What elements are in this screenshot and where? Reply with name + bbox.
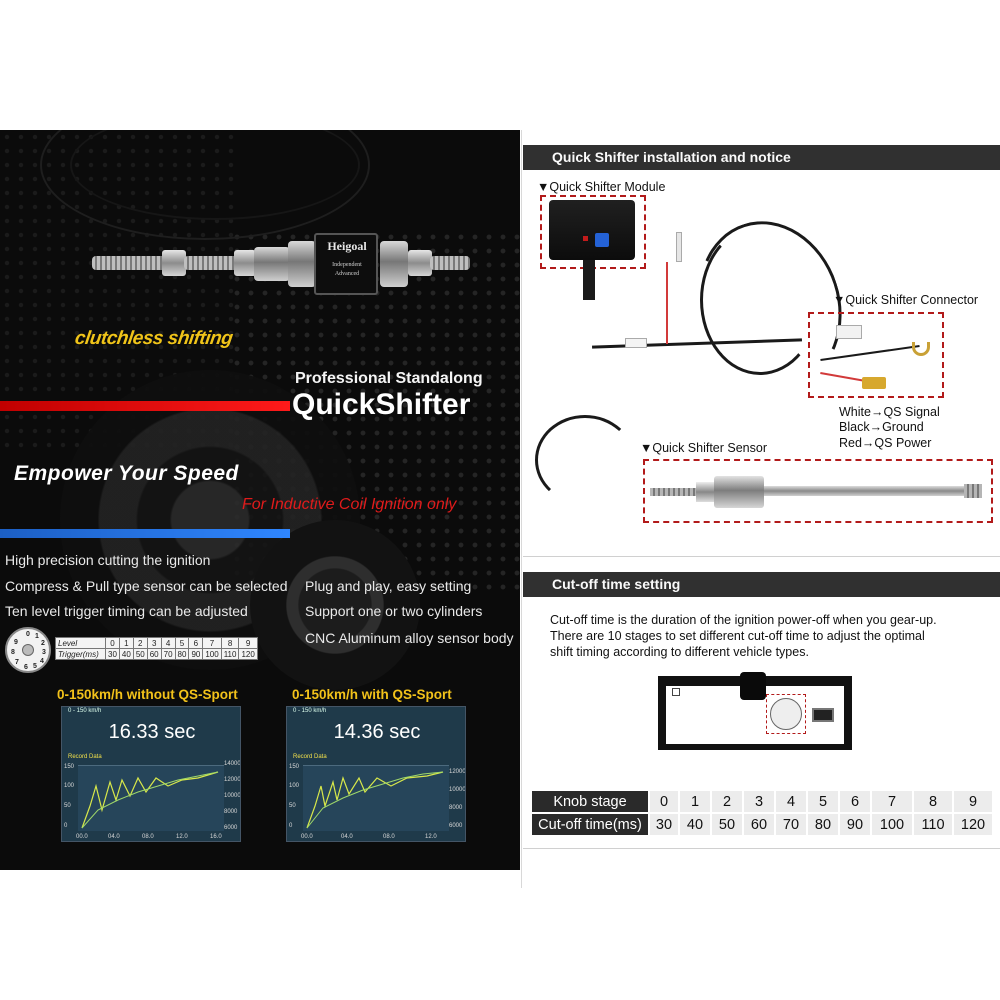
connector-highlight (808, 312, 944, 398)
sensor-highlight (643, 459, 993, 523)
knob-stage-table: Knob stage 0 1 2 3 4 5 6 7 8 9 Cut-off t… (530, 789, 994, 837)
connector-plug (836, 325, 862, 339)
feature-item: High precision cutting the ignition (5, 552, 211, 568)
pro-line: Professional Standalong (295, 370, 483, 387)
red-accent-bar (0, 401, 290, 411)
install-section-header: Quick Shifter installation and notice (523, 145, 1000, 170)
module-diagram (658, 672, 852, 750)
time-readout: 14.36 sec (333, 721, 421, 743)
chart-title: 0-150km/h with QS-Sport (292, 687, 452, 702)
cable-graphic (535, 415, 635, 505)
red-wire (666, 262, 668, 344)
wire-legend: Black→Ground (839, 420, 924, 434)
acceleration-chart-with: 0 - 150 km/h 14.36 sec Record Data 150 1… (286, 706, 466, 842)
sensor-rod (964, 484, 982, 498)
blue-accent-bar (0, 529, 290, 538)
feature-item: Support one or two cylinders (305, 603, 483, 619)
connector-label: ▼Quick Shifter Connector (833, 293, 979, 307)
divider (523, 848, 1000, 849)
sensor-body (714, 476, 764, 508)
table-row: Cut-off time(ms) 30 40 50 60 70 80 90 10… (530, 812, 994, 837)
knob-dial-icon: 0 1 2 3 4 5 6 7 8 9 (5, 627, 51, 673)
wire-legend: Red→QS Power (839, 436, 932, 450)
chart-plot (306, 771, 444, 829)
cutoff-description: shift timing according to different vehi… (550, 645, 809, 659)
cutoff-description: There are 10 stages to set different cut… (550, 629, 925, 643)
connector-plug (625, 338, 647, 348)
time-readout: 16.33 sec (108, 721, 196, 743)
feature-item: Ten level trigger timing can be adjusted (5, 603, 248, 619)
module-label: ▼Quick Shifter Module (537, 180, 666, 194)
sensor-brand-label: Heigoal Independent Advanced (314, 233, 378, 295)
module-cable (583, 260, 595, 300)
module-image (549, 200, 635, 260)
sensor-rod (650, 488, 700, 496)
brand-subline: Independent (332, 262, 362, 268)
brand-subline: Advanced (334, 271, 360, 277)
wire-legend: White→QS Signal (839, 405, 940, 419)
cutoff-description: Cut-off time is the duration of the igni… (550, 613, 937, 627)
ground-terminal (912, 342, 930, 356)
chart-plot (81, 771, 219, 829)
divider (523, 556, 1000, 557)
promo-panel: Heigoal Independent Advanced clutchless … (0, 130, 520, 870)
divider (521, 130, 522, 888)
feature-item: CNC Aluminum alloy sensor body (305, 630, 514, 646)
cutoff-section-header: Cut-off time setting (523, 572, 1000, 597)
table-row: Knob stage 0 1 2 3 4 5 6 7 8 9 (530, 789, 994, 814)
sensor-nut (696, 482, 716, 502)
brand-name: Heigoal (327, 239, 367, 253)
empower-headline: Empower Your Speed (14, 462, 239, 485)
slogan-text: clutchless shifting (73, 328, 234, 349)
cable-graphic (700, 225, 820, 375)
sensor-shaft (764, 486, 964, 496)
knob-dial-icon (770, 698, 802, 730)
product-title: QuickShifter (292, 388, 471, 421)
chart-title: 0-150km/h without QS-Sport (57, 687, 238, 702)
section-title: Cut-off time setting (552, 576, 681, 592)
sensor-label: ▼Quick Shifter Sensor (640, 441, 768, 455)
feature-item: Plug and play, easy setting (305, 578, 472, 594)
acceleration-chart-without: 0 - 150 km/h 16.33 sec Record Data 150 1… (61, 706, 241, 842)
record-label: Record Data (293, 754, 327, 760)
sensor-product-image: Heigoal Independent Advanced (92, 233, 472, 295)
power-terminal (862, 377, 886, 389)
engine-cover-graphic (250, 520, 420, 690)
connector-plug (676, 232, 682, 262)
ignition-note: For Inductive Coil Ignition only (242, 496, 457, 513)
feature-item: Compress & Pull type sensor can be selec… (5, 578, 288, 594)
record-label: Record Data (68, 754, 102, 760)
section-title: Quick Shifter installation and notice (552, 149, 791, 165)
